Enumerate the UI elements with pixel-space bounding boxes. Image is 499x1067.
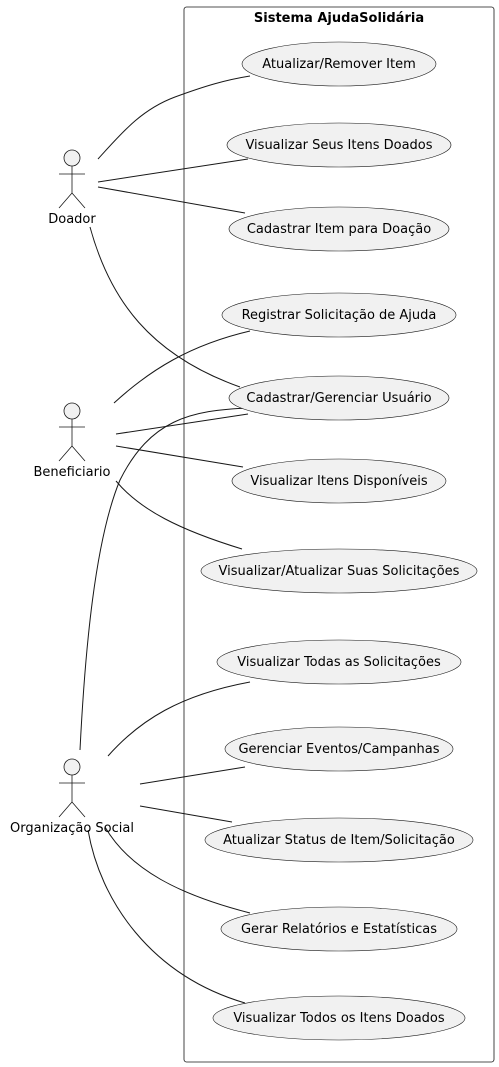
system-boundary: Sistema AjudaSolidária	[183, 6, 495, 1063]
use-case-atualizar-remover-item: Atualizar/Remover Item	[241, 41, 437, 87]
association-doador-atualizar-remover-item	[97, 75, 251, 160]
use-case-label: Registrar Solicitação de Ajuda	[242, 308, 437, 323]
actor-organizacao-social: Organização Social	[10, 758, 134, 836]
association-organizacao-atualizar-status	[139, 805, 233, 823]
system-boundary-frame	[183, 6, 495, 1063]
use-case-label: Gerar Relatórios e Estatísticas	[241, 922, 437, 937]
use-case-cadastrar-gerenciar-usuario: Cadastrar/Gerenciar Usuário	[228, 375, 450, 421]
use-case-gerenciar-eventos-campanhas: Gerenciar Eventos/Campanhas	[224, 726, 454, 772]
association-beneficiario-visualizar-atualizar-solicitacoes	[115, 480, 243, 550]
use-case-registrar-solicitacao-de-ajuda: Registrar Solicitação de Ajuda	[221, 292, 457, 338]
actor-head	[63, 402, 81, 420]
actor-label: Doador	[48, 212, 96, 227]
use-case-label: Visualizar Todos os Itens Doados	[233, 1011, 445, 1026]
actor-doador: Doador	[48, 149, 96, 227]
association-beneficiario-registrar-solicitacao	[113, 330, 251, 404]
actor-head	[63, 758, 81, 776]
association-beneficiario-cadastrar-usuario	[115, 413, 249, 435]
use-case-label: Visualizar Itens Disponíveis	[250, 474, 428, 489]
actor-head	[63, 149, 81, 167]
use-case-label: Cadastrar Item para Doação	[247, 222, 431, 237]
association-doador-cadastrar-item	[97, 186, 246, 214]
use-case-visualizar-itens-disponiveis: Visualizar Itens Disponíveis	[231, 458, 447, 504]
use-case-gerar-relatorios-e-estatisticas: Gerar Relatórios e Estatísticas	[220, 906, 458, 952]
use-case-label: Atualizar Status de Item/Solicitação	[223, 833, 455, 848]
use-cases: Atualizar/Remover Item Visualizar Seus I…	[200, 41, 478, 1041]
association-organizacao-visualizar-todas-solicitacoes	[107, 681, 251, 757]
system-title: Sistema AjudaSolidária	[254, 11, 424, 26]
association-organizacao-visualizar-todos-itens	[87, 829, 246, 1004]
association-organizacao-cadastrar-usuario	[79, 407, 251, 751]
actor-stick-figure	[58, 775, 86, 818]
use-case-visualizar-atualizar-suas-solicitacoes: Visualizar/Atualizar Suas Solicitações	[200, 548, 478, 594]
use-case-cadastrar-item-para-doacao: Cadastrar Item para Doação	[228, 206, 450, 252]
use-case-label: Cadastrar/Gerenciar Usuário	[246, 391, 431, 406]
actor-label: Beneficiario	[34, 465, 111, 480]
use-case-visualizar-todos-os-itens-doados: Visualizar Todos os Itens Doados	[212, 995, 466, 1041]
association-doador-visualizar-seus-itens	[97, 158, 249, 183]
use-case-label: Gerenciar Eventos/Campanhas	[238, 742, 439, 757]
use-case-label: Visualizar Seus Itens Doados	[245, 138, 432, 153]
use-case-label: Visualizar/Atualizar Suas Solicitações	[219, 564, 460, 579]
association-doador-cadastrar-usuario	[89, 226, 241, 388]
association-beneficiario-visualizar-itens-disponiveis	[115, 445, 244, 468]
association-organizacao-gerenciar-eventos	[139, 766, 246, 785]
use-case-visualizar-todas-as-solicitacoes: Visualizar Todas as Solicitações	[216, 639, 462, 685]
use-case-atualizar-status-de-item-solicitacao: Atualizar Status de Item/Solicitação	[204, 817, 474, 863]
actor-label: Organização Social	[10, 821, 134, 836]
actors: Doador Beneficiario Organização Social	[10, 149, 134, 836]
actor-beneficiario: Beneficiario	[34, 402, 111, 480]
actor-stick-figure	[58, 419, 86, 462]
associations	[79, 75, 251, 1004]
use-case-label: Visualizar Todas as Solicitações	[237, 655, 441, 670]
association-organizacao-gerar-relatorios	[104, 826, 251, 914]
use-case-visualizar-seus-itens-doados: Visualizar Seus Itens Doados	[226, 122, 452, 168]
actor-stick-figure	[58, 166, 86, 209]
use-case-label: Atualizar/Remover Item	[262, 57, 416, 72]
